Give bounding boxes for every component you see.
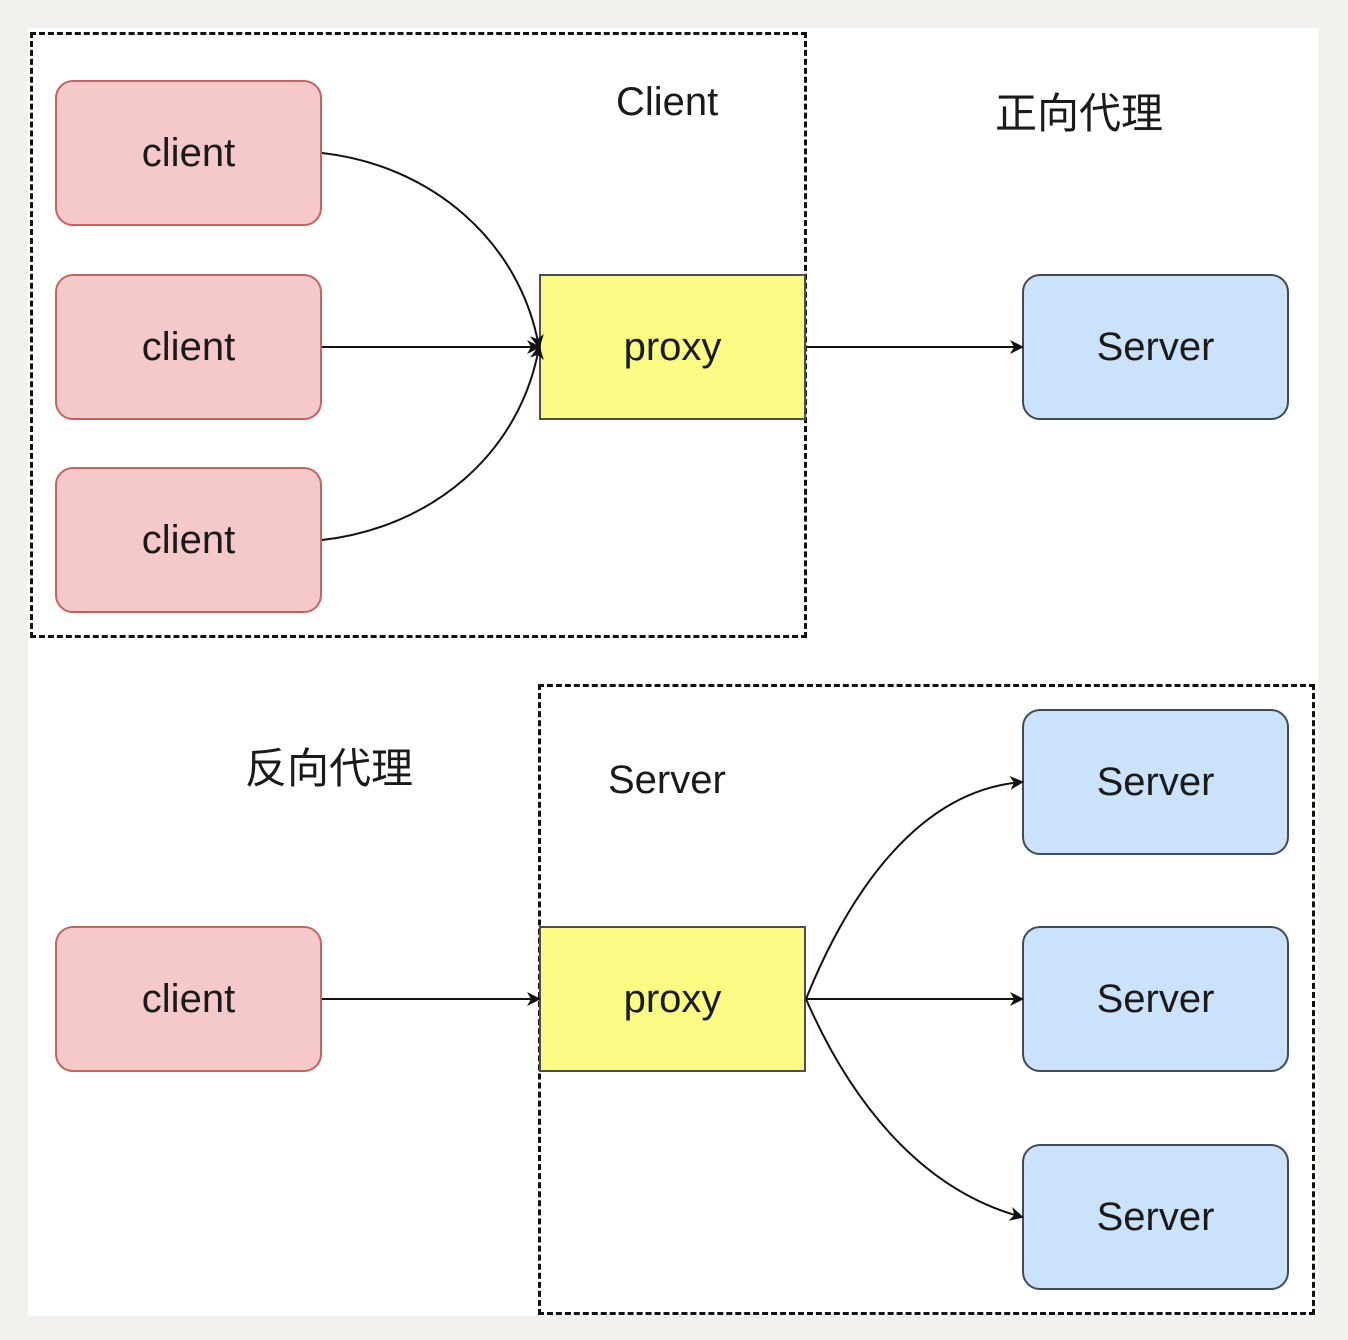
diagram-background xyxy=(28,28,1318,1316)
reverse-server-box-2: Server xyxy=(1022,926,1289,1072)
forward-client-box-3: client xyxy=(55,467,322,613)
server-label: Server xyxy=(1096,759,1215,804)
client-label: client xyxy=(141,324,236,369)
reverse-proxy-box: proxy xyxy=(539,926,806,1072)
forward-proxy-title: 正向代理 xyxy=(995,89,1164,138)
client-label: client xyxy=(141,976,236,1021)
client-label: client xyxy=(141,130,236,175)
server-label: Server xyxy=(1096,1194,1215,1239)
client-label: client xyxy=(141,517,236,562)
proxy-label: proxy xyxy=(623,976,722,1021)
forward-server-box: Server xyxy=(1022,274,1289,420)
server-label: Server xyxy=(1096,324,1215,369)
forward-client-box-2: client xyxy=(55,274,322,420)
server-group-label: Server xyxy=(608,758,726,802)
reverse-client-box: client xyxy=(55,926,322,1072)
client-group-label: Client xyxy=(616,80,719,124)
proxy-label: proxy xyxy=(623,324,722,369)
reverse-server-box-1: Server xyxy=(1022,709,1289,855)
reverse-server-box-3: Server xyxy=(1022,1144,1289,1290)
server-label: Server xyxy=(1096,976,1215,1021)
forward-client-box-1: client xyxy=(55,80,322,226)
reverse-proxy-title: 反向代理 xyxy=(245,744,414,793)
forward-proxy-box: proxy xyxy=(539,274,806,420)
